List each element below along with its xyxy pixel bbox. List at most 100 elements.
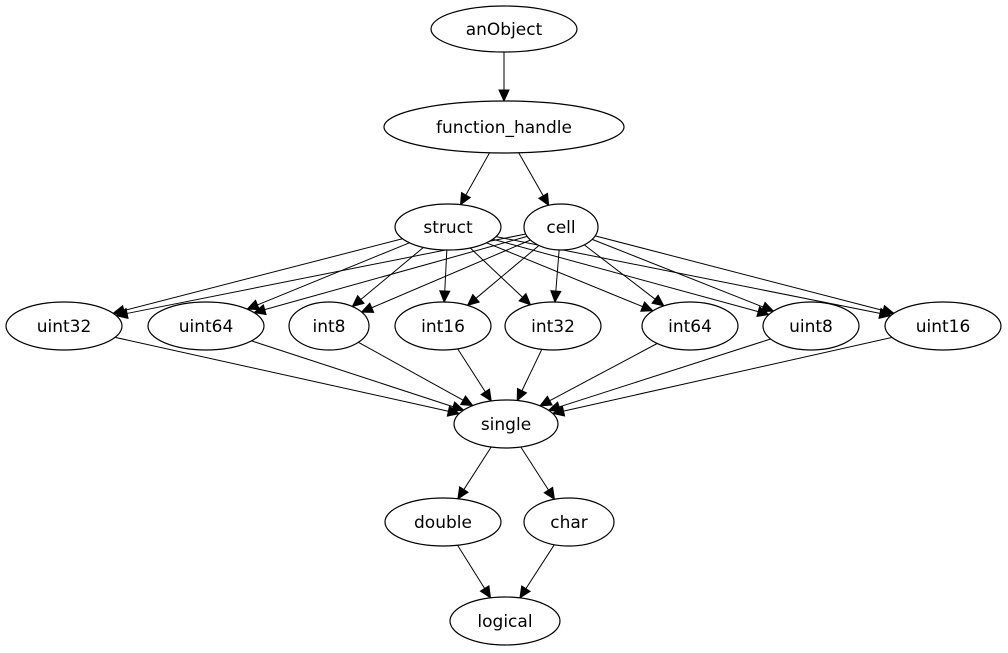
node-ellipse	[394, 203, 502, 251]
arrowhead-icon	[466, 293, 481, 307]
node-label: char	[550, 513, 588, 533]
node-label: uint64	[179, 317, 234, 337]
edge-line	[457, 348, 486, 393]
edge-uint64-to-single	[251, 340, 465, 413]
edge-single-to-char	[520, 446, 556, 501]
edge-int16-to-single	[457, 348, 492, 403]
node-ellipse	[288, 301, 370, 351]
arrowhead-icon	[459, 191, 472, 206]
edge-cell-to-int16	[466, 245, 540, 307]
node-uint16: uint16	[884, 301, 1002, 351]
edge-line	[469, 247, 523, 298]
edge-line	[492, 238, 759, 313]
edge-line	[518, 152, 544, 197]
arrowhead-icon	[537, 192, 550, 207]
node-ellipse	[884, 301, 1002, 351]
node-ellipse	[384, 497, 502, 547]
node-uint64: uint64	[147, 301, 265, 351]
node-logical: logical	[449, 596, 561, 646]
node-uint8: uint8	[762, 301, 860, 351]
node-label: int64	[668, 317, 712, 337]
node-ellipse	[394, 301, 492, 351]
edges-layer	[112, 52, 896, 599]
arrowhead-icon	[538, 395, 553, 407]
node-ellipse	[453, 399, 559, 449]
edge-line	[360, 247, 424, 300]
node-label: cell	[546, 218, 575, 238]
arrowhead-icon	[498, 89, 510, 103]
edge-line	[264, 235, 528, 311]
edge-line	[525, 544, 555, 589]
node-ellipse	[5, 301, 123, 351]
edge-cell-to-int32	[550, 249, 562, 304]
edge-struct-to-int32	[469, 247, 532, 306]
node-int64: int64	[641, 301, 739, 351]
edge-line	[592, 238, 764, 308]
arrowhead-icon	[551, 405, 566, 417]
edge-single-to-double	[457, 446, 492, 500]
node-label: uint16	[916, 317, 971, 337]
arrowhead-icon	[479, 585, 492, 599]
node-ellipse	[523, 203, 599, 251]
edge-line	[463, 446, 492, 490]
arrowhead-icon	[518, 292, 532, 306]
edge-anobject-to-function-handle	[498, 52, 510, 103]
node-ellipse	[147, 301, 265, 351]
node-label: int16	[421, 317, 465, 337]
node-ellipse	[430, 5, 578, 53]
edge-line	[486, 242, 643, 308]
edge-struct-to-uint64	[246, 242, 410, 311]
edge-line	[465, 152, 490, 196]
arrowhead-icon	[516, 387, 528, 402]
arrowhead-icon	[246, 299, 261, 311]
node-label: int8	[313, 317, 346, 337]
edge-line	[583, 244, 656, 300]
node-uint32: uint32	[5, 301, 123, 351]
arrowhead-icon	[480, 388, 492, 403]
node-ellipse	[504, 301, 602, 351]
edge-char-to-logical	[519, 544, 555, 599]
node-ellipse	[641, 301, 739, 351]
node-label: anObject	[466, 20, 543, 40]
arrowhead-icon	[252, 303, 267, 316]
node-cell: cell	[523, 203, 599, 251]
node-ellipse	[523, 497, 615, 547]
edge-function-handle-to-cell	[518, 152, 550, 207]
arrowhead-icon	[115, 307, 129, 320]
edge-double-to-logical	[457, 544, 492, 599]
node-anobject: anObject	[430, 5, 578, 53]
node-single: single	[453, 399, 559, 449]
edge-struct-to-int64	[486, 242, 654, 312]
node-label: double	[414, 513, 472, 533]
arrowhead-icon	[457, 486, 469, 500]
node-int32: int32	[504, 301, 602, 351]
edge-uint8-to-single	[547, 338, 771, 413]
arrowhead-icon	[760, 301, 775, 313]
arrowhead-icon	[439, 290, 451, 304]
node-label: logical	[477, 612, 532, 632]
arrowhead-icon	[351, 294, 365, 308]
edge-line	[563, 336, 893, 412]
edge-line	[444, 249, 448, 292]
edge-int8-to-single	[358, 341, 474, 407]
edge-line	[371, 239, 531, 309]
edge-line	[358, 341, 464, 401]
node-struct: struct	[394, 203, 502, 251]
edge-line	[251, 340, 454, 408]
arrowhead-icon	[651, 294, 665, 307]
arrowhead-icon	[450, 401, 465, 413]
node-label: uint8	[789, 317, 833, 337]
node-label: struct	[423, 218, 473, 238]
edge-line	[457, 544, 486, 589]
arrowhead-icon	[550, 290, 562, 304]
node-label: int32	[531, 317, 575, 337]
edge-line	[521, 349, 543, 391]
node-char: char	[523, 497, 615, 547]
node-ellipse	[449, 596, 561, 646]
edge-uint32-to-single	[115, 336, 461, 417]
edge-cell-to-uint8	[592, 238, 775, 313]
arrowhead-icon	[519, 585, 532, 599]
edge-cell-to-int64	[583, 244, 665, 307]
node-label: uint32	[37, 317, 92, 337]
